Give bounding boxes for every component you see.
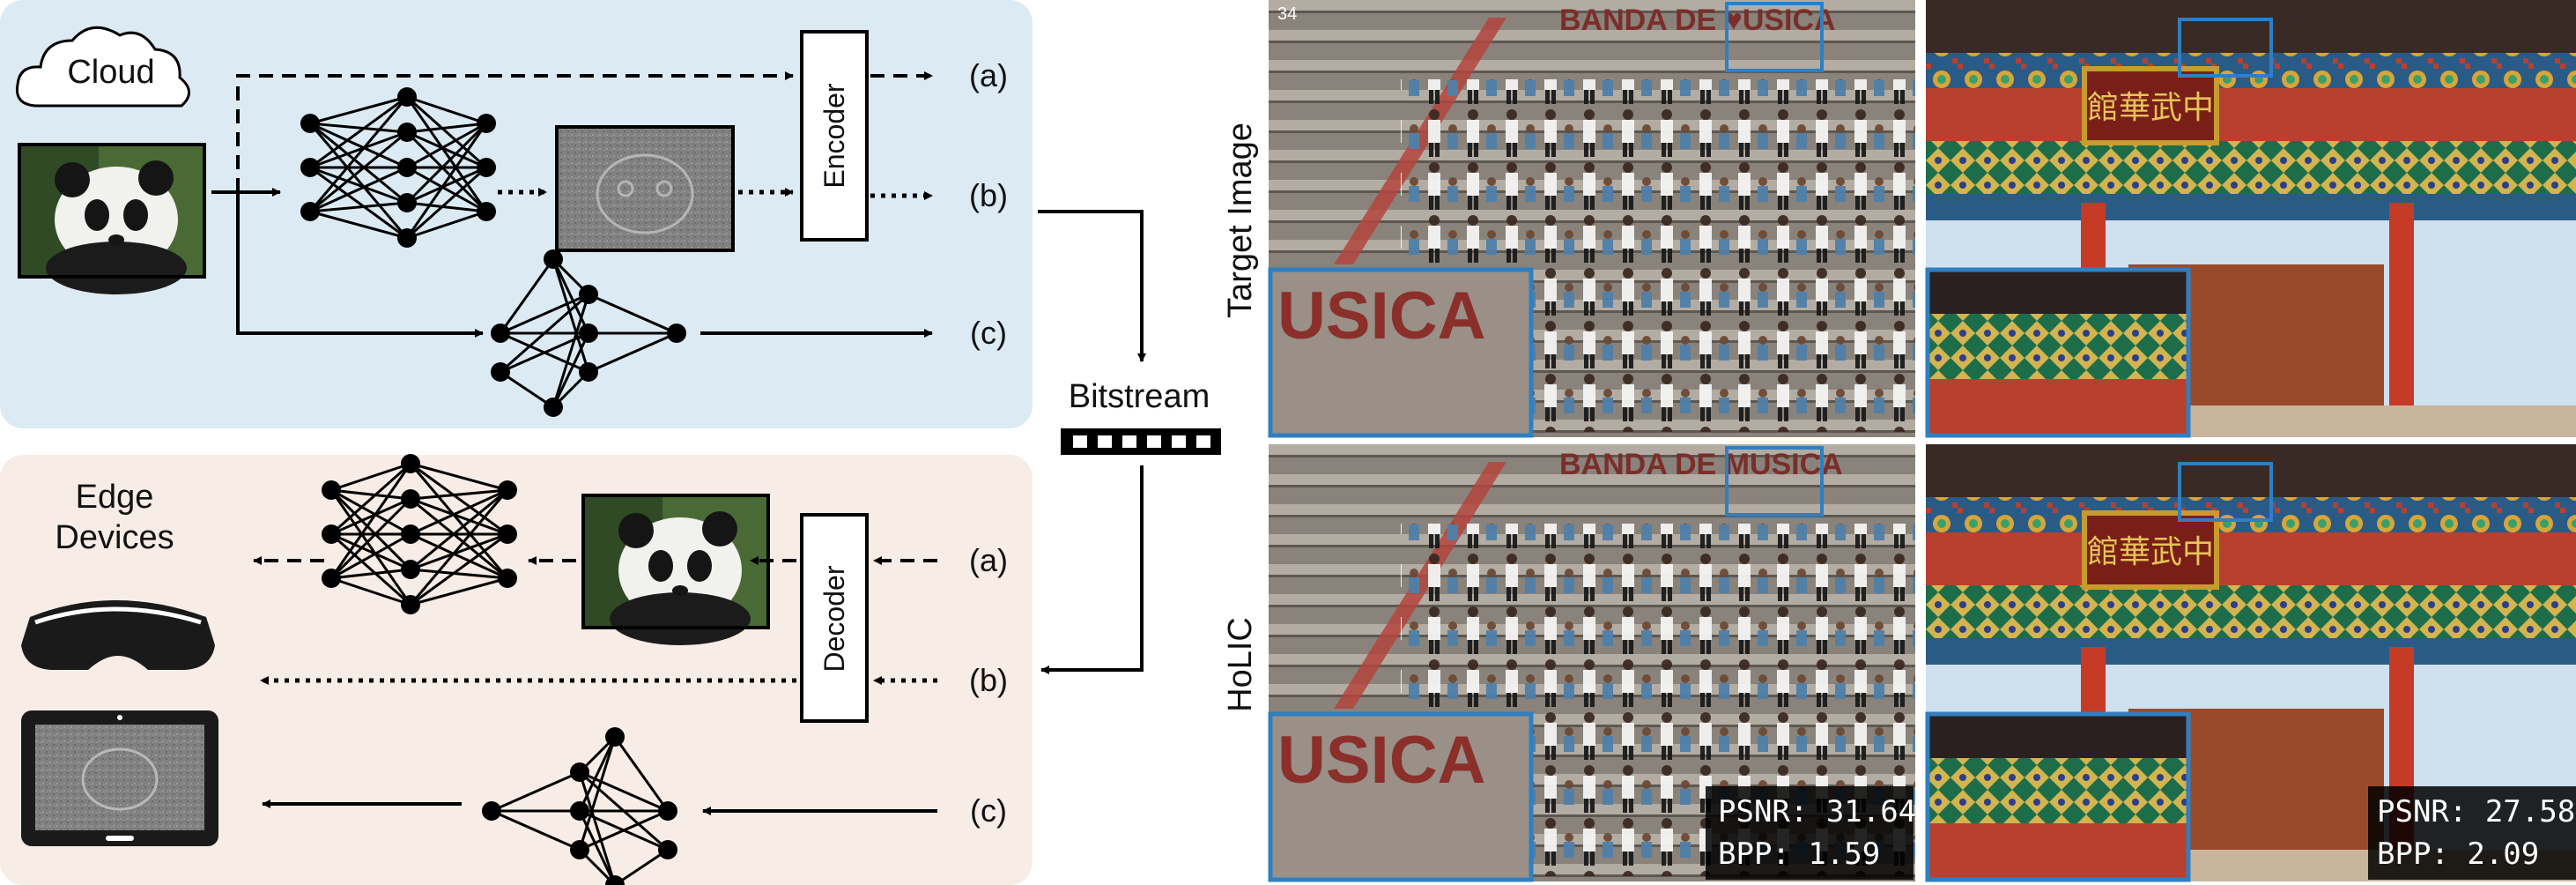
gate-holic-image: 館華武中 PSNR: 27.58 BPP: 2.09	[1925, 444, 2576, 882]
reconstructed-panda-image	[581, 494, 770, 645]
bitstream-section: Bitstream	[1038, 210, 1221, 674]
edge-path-label-b: (b)	[969, 662, 1008, 698]
edge-path-label-a: (a)	[969, 542, 1008, 578]
cloud-panel-bg	[0, 0, 1033, 428]
zoom-inset	[1925, 267, 2191, 438]
encoder-block: Encoder	[800, 30, 869, 242]
banner-text: BANDA DE ♥USICA	[1559, 4, 1836, 37]
zoom-inset: USICA	[1268, 267, 1534, 438]
decoder-label: Decoder	[818, 565, 850, 672]
cloud-path-label-c: (c)	[970, 315, 1007, 351]
zoom-inset: USICA	[1268, 711, 1534, 882]
bitstream-icon	[1061, 428, 1221, 455]
decoder-block: Decoder	[800, 513, 869, 723]
bpp-label: BPP: 2.09	[2377, 837, 2539, 872]
zoom-region-box	[1725, 2, 1824, 72]
path-a-dashed-line	[236, 71, 794, 192]
psnr-label: PSNR: 27.58	[2377, 794, 2575, 829]
metrics-box: PSNR: 31.64 BPP: 1.59	[1706, 786, 1916, 880]
metrics-box: PSNR: 27.58 BPP: 2.09	[2368, 786, 2576, 880]
residual-image	[555, 125, 735, 252]
edge-path-label-c: (c)	[970, 792, 1007, 829]
cloud-label: Cloud	[67, 54, 154, 91]
encoder-label: Encoder	[818, 83, 850, 189]
zoom-inset-text: USICA	[1277, 723, 1485, 798]
bpp-label: BPP: 1.59	[1718, 837, 1880, 872]
zoom-region-box	[2178, 462, 2273, 522]
gate-target-image: 館華武中	[1925, 0, 2576, 438]
stairs-target-image: BANDA DE ♥USICA 34 USICA	[1268, 0, 1915, 438]
cloud-icon	[15, 26, 190, 108]
zoom-inset-text: USICA	[1277, 279, 1485, 353]
banner-text: BANDA DE MUSICA	[1559, 448, 1843, 481]
bitstream-label: Bitstream	[1069, 378, 1210, 415]
edge-panel: Edge Devices Decoder	[0, 452, 1033, 885]
stairs-holic-image: BANDA DE MUSICA USICA PSNR: 31.64 BPP: 1…	[1268, 444, 1916, 882]
arrow-cloud-to-bitstream	[1038, 210, 1146, 362]
gate-sign-text: 館華武中	[2087, 534, 2214, 570]
vr-headset-icon	[21, 600, 215, 670]
row-label-target: Target Image	[1222, 123, 1259, 318]
zoom-region-box	[1725, 446, 1824, 517]
zoom-region-box	[2178, 18, 2273, 78]
path-c-solid-line	[236, 192, 484, 338]
tablet-icon	[21, 710, 218, 846]
cloud-path-label-b: (b)	[969, 177, 1008, 213]
row-label-holic: HoLIC	[1222, 617, 1259, 712]
psnr-label: PSNR: 31.64	[1718, 794, 1916, 829]
frame-number: 34	[1277, 4, 1297, 24]
edge-label-line1: Edge	[76, 479, 154, 516]
edge-label-line2: Devices	[55, 519, 174, 556]
arrow-bitstream-to-edge	[1040, 465, 1144, 674]
panda-input-image	[18, 143, 206, 294]
zoom-inset	[1925, 711, 2191, 882]
cloud-panel: Cloud Encoder (a) (b)	[0, 0, 1033, 428]
gate-sign-text: 館華武中	[2087, 90, 2214, 126]
cloud-path-label-a: (a)	[969, 57, 1008, 93]
